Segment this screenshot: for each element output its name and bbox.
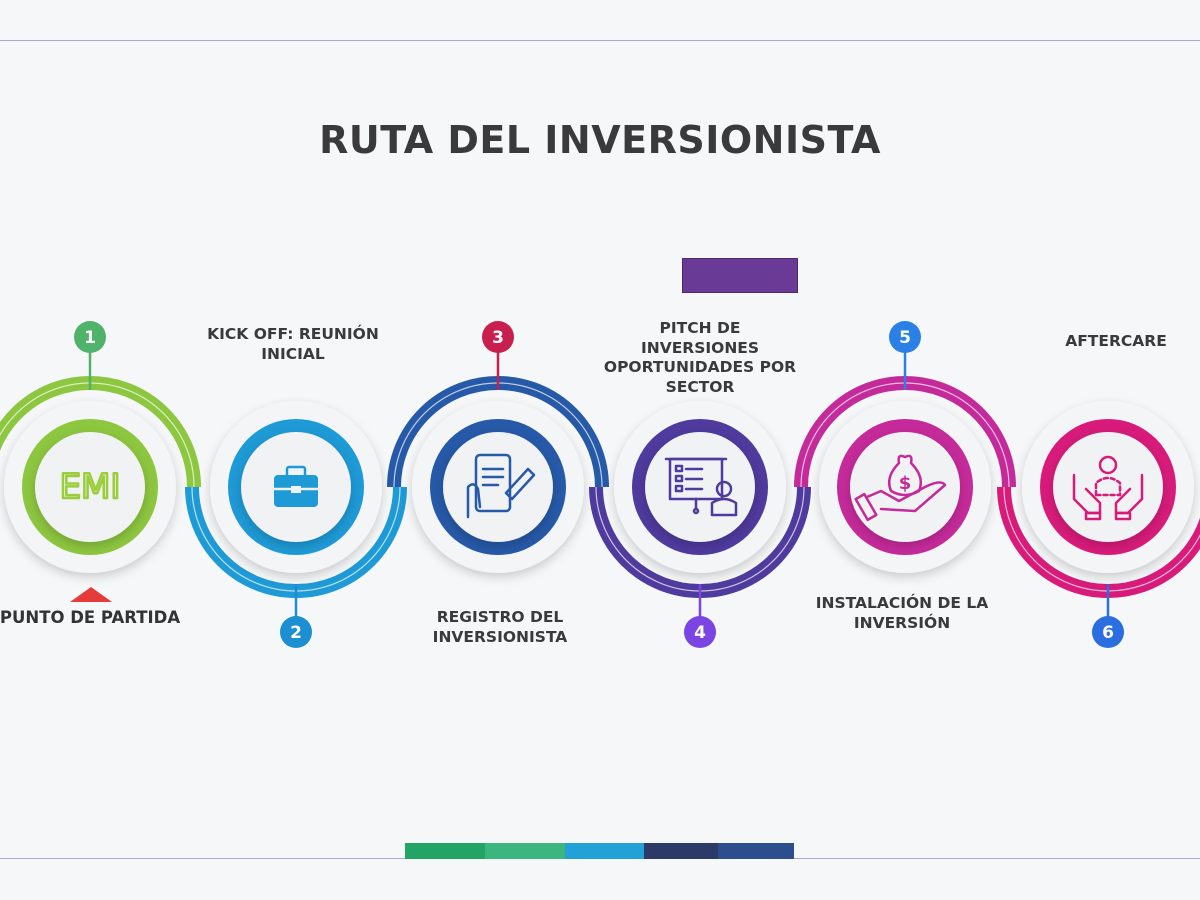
presentation-icon (664, 457, 738, 517)
inner-disc (645, 432, 755, 542)
step-5-number: 5 (899, 328, 911, 348)
step-6-label: AFTERCARE (1065, 332, 1167, 350)
step-3-label: REGISTRO DEL INVERSIONISTA (432, 608, 568, 646)
money-bag-hand-icon: $ (854, 454, 947, 522)
footer-bar-5 (718, 843, 794, 859)
step-6-node (1022, 401, 1194, 573)
footer-bar-2 (485, 843, 565, 859)
step-1-node: EMI (4, 401, 176, 573)
step-5-badge (889, 321, 921, 353)
start-marker-icon (70, 587, 112, 602)
step-4-number: 4 (694, 623, 706, 643)
care-hands-icon (1072, 455, 1144, 521)
footer-bar-1 (405, 843, 485, 859)
inner-disc (35, 432, 145, 542)
step-1-number: 1 (84, 328, 96, 348)
step-2-badge (280, 616, 312, 648)
emi-logo: EMI (58, 466, 121, 509)
page-title: RUTA DEL INVERSIONISTA (319, 118, 881, 162)
footer-bar-4 (644, 843, 718, 859)
inner-disc (1053, 432, 1163, 542)
step-4-node (614, 401, 786, 573)
step-3-number: 3 (492, 328, 504, 348)
step-5-label: INSTALACIÓN DE LA INVERSIÓN (815, 594, 989, 632)
inner-disc (443, 432, 553, 542)
step-3-badge (482, 321, 514, 353)
step-5-node: $ (819, 401, 991, 573)
emi-logo-text: EMI (60, 467, 121, 507)
step-2-label: KICK OFF: REUNIÓN INICIAL (207, 325, 379, 363)
tablet-form-icon (466, 453, 536, 519)
step-4-label: PITCH DE INVERSIONES OPORTUNIDADES POR S… (603, 319, 797, 396)
step-4-badge (684, 616, 716, 648)
step-3-node (412, 401, 584, 573)
accent-rectangle (682, 258, 798, 293)
briefcase-icon (272, 465, 320, 507)
step-2-node (210, 401, 382, 573)
start-label: PUNTO DE PARTIDA (0, 608, 181, 627)
top-divider (0, 40, 1200, 41)
footer-bar-3 (565, 843, 644, 859)
step-1-badge (74, 321, 106, 353)
step-6-badge (1092, 616, 1124, 648)
dollar-icon: $ (899, 473, 912, 494)
step-6-number: 6 (1102, 623, 1114, 643)
step-2-number: 2 (290, 623, 302, 643)
